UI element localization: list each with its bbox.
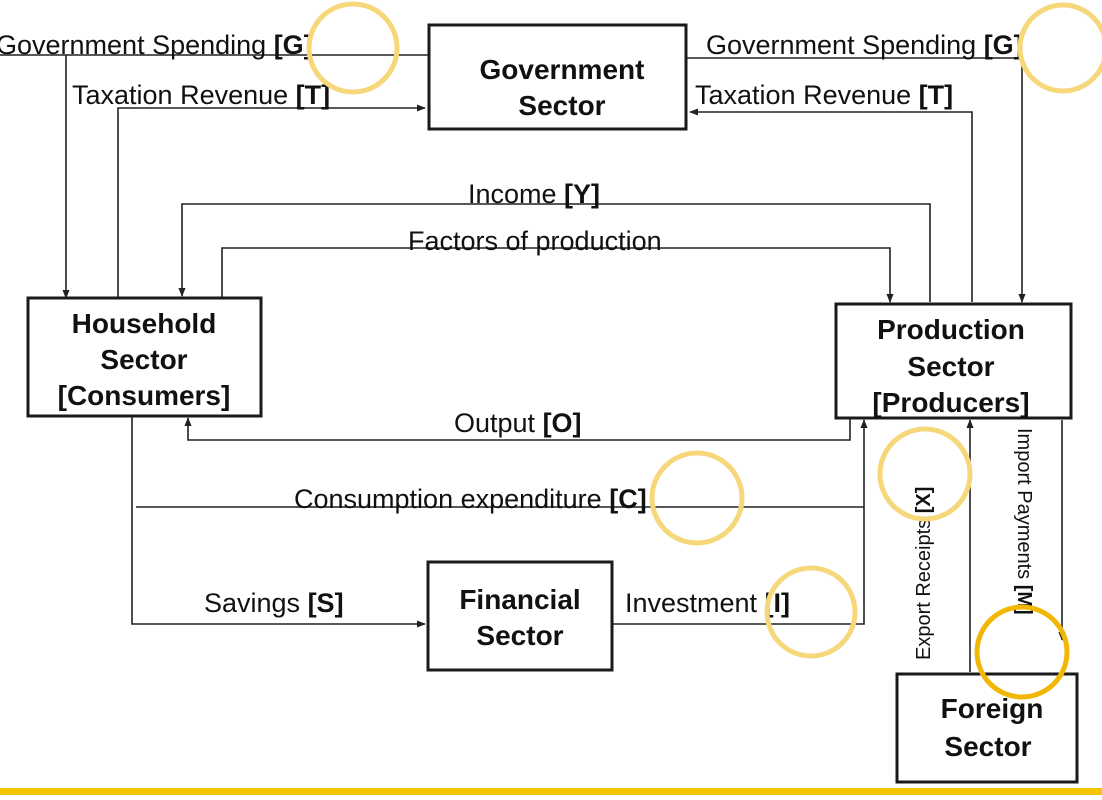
highlight-circle-gov-spending-right xyxy=(1017,2,1102,94)
production-sector-line-3: [Producers] xyxy=(872,387,1029,418)
flow-income-line xyxy=(178,203,931,302)
production-sector-box: Production Sector [Producers] xyxy=(834,302,1073,420)
production-sector-line-1: Production xyxy=(877,314,1025,345)
label-taxation-right: Taxation Revenue [T] xyxy=(695,80,953,110)
label-gov-spending-left: Government Spending [G] xyxy=(0,30,313,60)
label-gov-spending-right: Government Spending [G] xyxy=(706,30,1023,60)
foreign-sector-line-2: Sector xyxy=(944,731,1031,762)
flow-investment-line xyxy=(612,419,868,625)
highlight-circle-consumption xyxy=(649,450,745,546)
flow-taxation-right-line xyxy=(689,108,973,302)
financial-sector-box: Financial Sector xyxy=(426,560,614,672)
household-sector-line-1: Household xyxy=(72,308,217,339)
label-import: Import Payments [M] xyxy=(1013,428,1035,615)
household-sector-line-2: Sector xyxy=(100,344,187,375)
flow-factors-line xyxy=(221,247,894,303)
flow-output-line xyxy=(184,417,851,441)
financial-sector-line-1: Financial xyxy=(459,584,580,615)
household-sector-box: Household Sector [Consumers] xyxy=(26,296,263,418)
financial-sector-line-2: Sector xyxy=(476,620,563,651)
label-savings: Savings [S] xyxy=(204,588,344,618)
government-sector-line-1: Government xyxy=(480,54,645,85)
highlight-circle-gov-spending-left xyxy=(306,1,400,95)
flow-savings-line xyxy=(131,416,426,628)
label-factors: Factors of production xyxy=(408,226,662,256)
highlight-circle-investment xyxy=(764,565,858,659)
flow-taxation-left-line xyxy=(117,104,426,298)
label-export: Export Receipts [X] xyxy=(913,487,935,660)
label-income: Income [Y] xyxy=(468,179,600,209)
label-taxation-left: Taxation Revenue [T] xyxy=(72,80,330,110)
bottom-accent-bar xyxy=(0,788,1102,795)
flow-gov-spending-left-line xyxy=(0,54,428,298)
government-sector-line-2: Sector xyxy=(518,90,605,121)
label-consumption: Consumption expenditure [C] xyxy=(294,484,647,514)
production-sector-line-2: Sector xyxy=(907,351,994,382)
highlight-circle-export xyxy=(877,426,973,522)
highlight-circle-import xyxy=(974,604,1070,700)
household-sector-line-3: [Consumers] xyxy=(58,380,231,411)
government-sector-box: Government Sector xyxy=(427,23,688,131)
label-output: Output [O] xyxy=(454,408,582,438)
